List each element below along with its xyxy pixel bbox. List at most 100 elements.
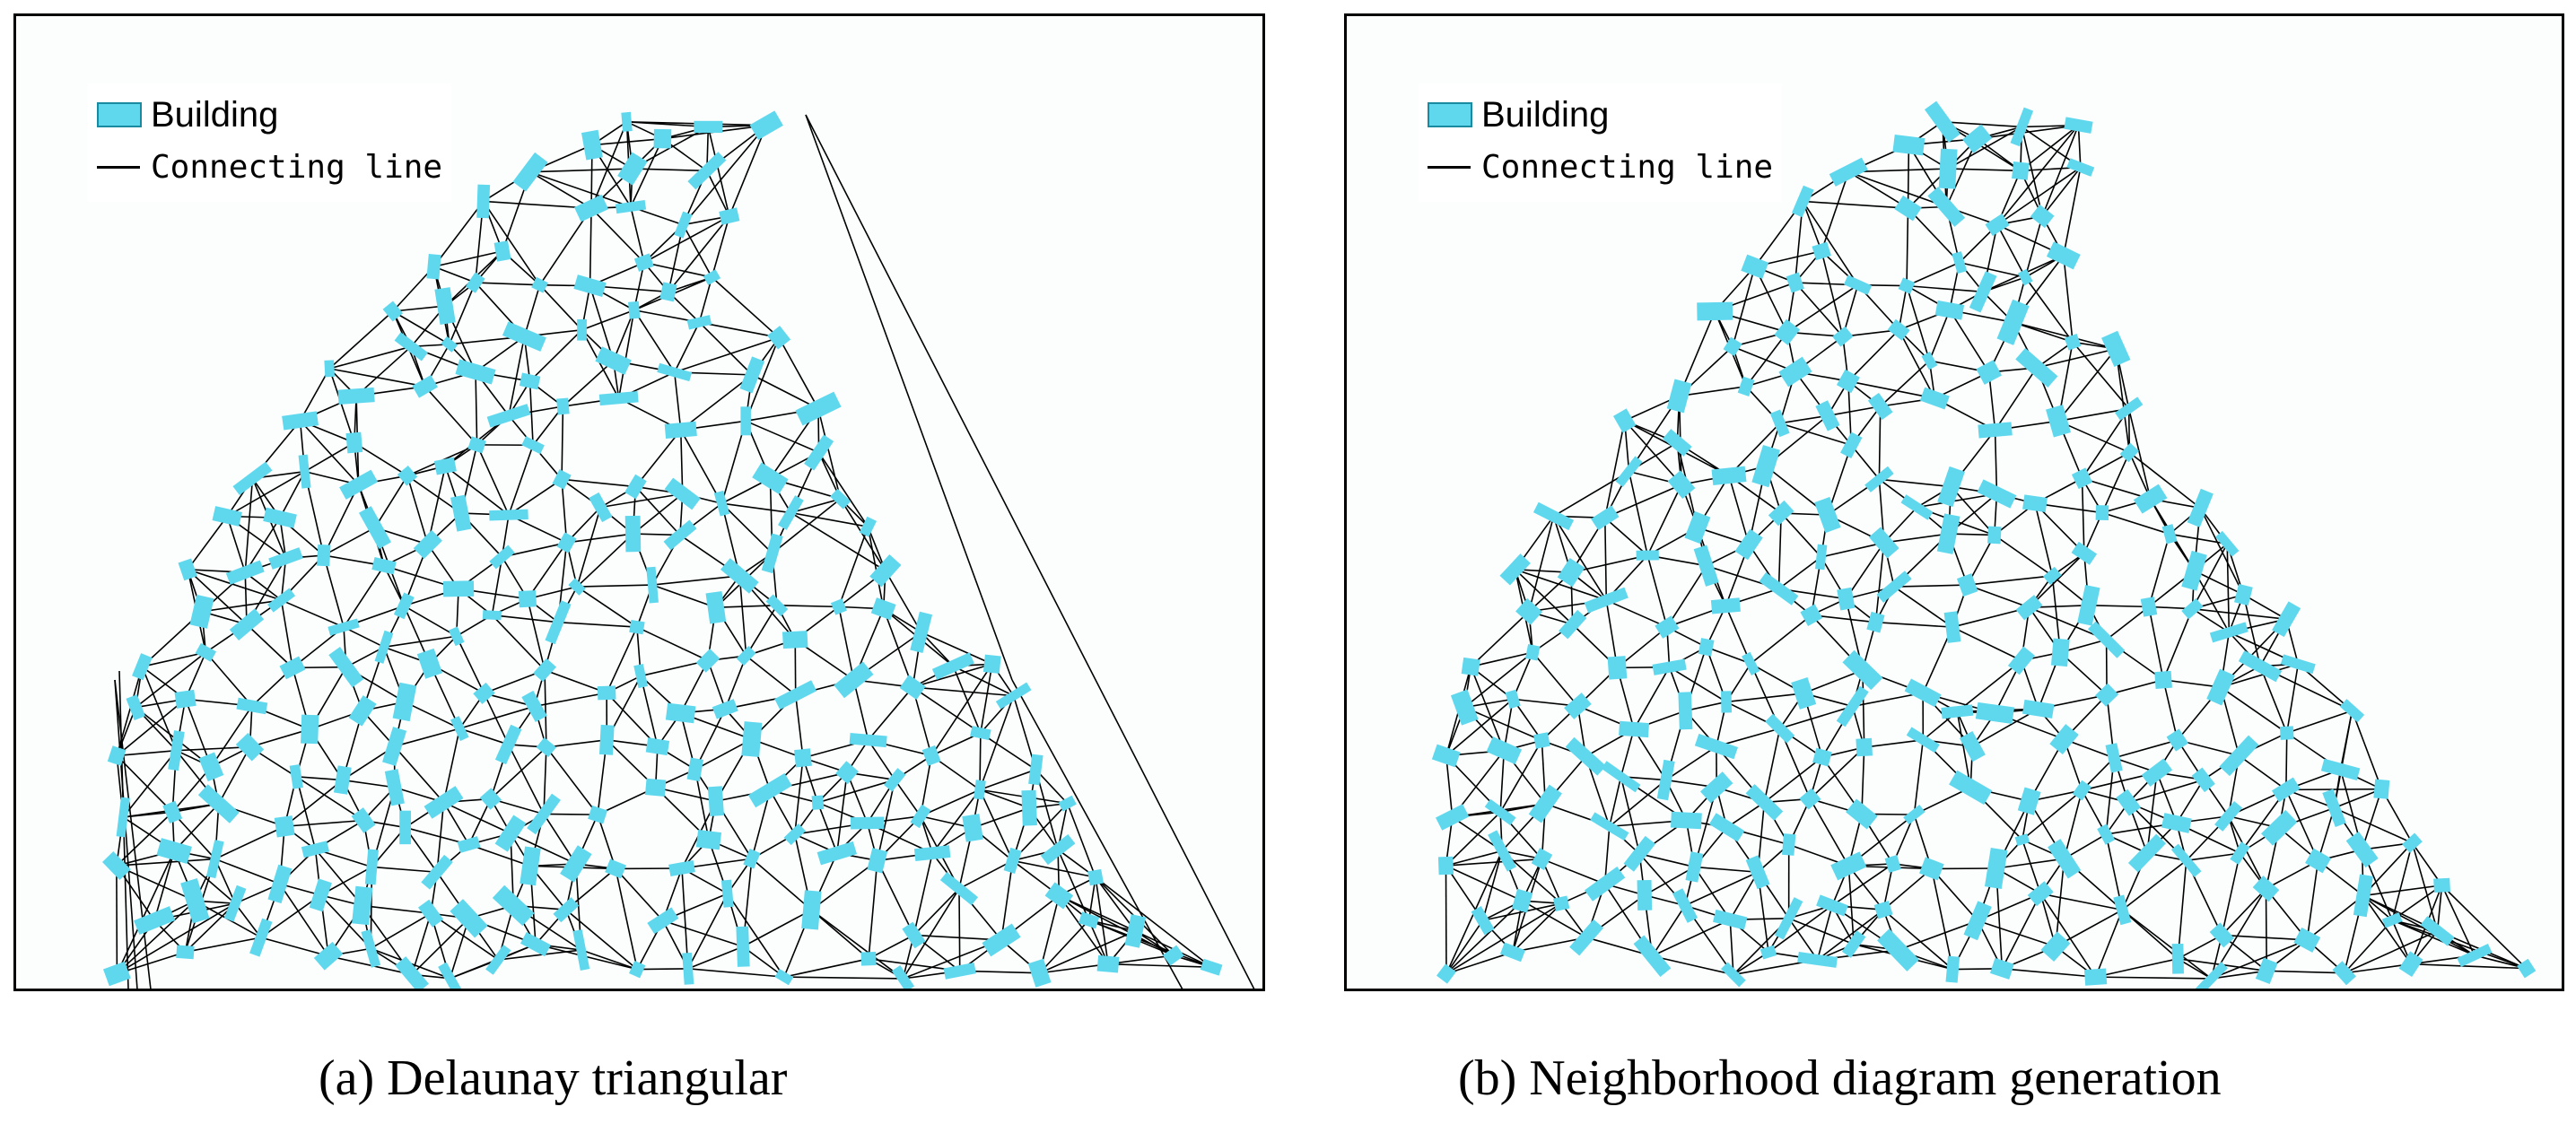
building [712, 699, 738, 719]
connecting-line [260, 894, 321, 938]
building [1832, 326, 1854, 347]
connecting-line [2411, 963, 2527, 970]
building [521, 690, 547, 723]
connecting-line [530, 168, 633, 173]
building [2012, 161, 2030, 180]
connecting-line [1802, 201, 1822, 252]
connecting-line [482, 201, 541, 286]
connecting-line [2239, 754, 2287, 791]
building [1633, 935, 1672, 978]
building [1666, 379, 1692, 414]
connecting-line [1942, 121, 2022, 128]
connecting-line [1878, 405, 1882, 480]
building [465, 272, 485, 293]
building [830, 488, 851, 510]
connecting-line [2095, 976, 2212, 980]
connecting-line [546, 746, 598, 815]
building [1952, 251, 1968, 274]
connecting-line [1644, 866, 1695, 896]
building [556, 532, 577, 553]
connecting-line [529, 170, 632, 208]
legend: Building Connecting line [1419, 83, 1783, 202]
building [1533, 732, 1550, 749]
connecting-line [116, 900, 196, 975]
connecting-lines [114, 114, 1255, 989]
building [1866, 611, 1885, 633]
connecting-line [1732, 266, 1756, 347]
building [212, 506, 242, 527]
connecting-line [1620, 728, 1635, 778]
connecting-line [1463, 706, 1542, 742]
connecting-line [1732, 345, 1796, 373]
building [473, 682, 495, 704]
connecting-line [543, 814, 577, 865]
connecting-line [2222, 934, 2308, 941]
building [1461, 657, 1480, 676]
connecting-line [430, 912, 499, 961]
connecting-line [1778, 556, 1822, 589]
building [189, 594, 214, 629]
building [1927, 187, 1966, 227]
building [364, 849, 380, 885]
connecting-line [632, 492, 684, 535]
building [1484, 798, 1516, 826]
connecting-line [1809, 798, 1850, 867]
connecting-line [1609, 776, 1622, 827]
building [939, 872, 979, 906]
building [687, 152, 727, 190]
building [1837, 587, 1856, 611]
connecting-line [1499, 750, 1506, 813]
building [1655, 615, 1680, 639]
connecting-line [2411, 842, 2439, 932]
building [581, 129, 603, 161]
connecting-line [707, 660, 727, 710]
connecting-line [2002, 968, 2096, 978]
building [512, 152, 548, 192]
connecting-line [323, 484, 360, 556]
connecting-line [2029, 553, 2085, 608]
connecting-line [715, 604, 777, 609]
building [1769, 409, 1790, 438]
building [1781, 833, 1796, 856]
connecting-line [141, 666, 178, 751]
connecting-line [546, 739, 607, 748]
connecting-line [205, 651, 253, 707]
connecting-line [2334, 788, 2382, 809]
building [1124, 914, 1147, 948]
connecting-line [394, 728, 460, 747]
building [2049, 724, 2079, 755]
building [1698, 638, 1715, 657]
building [2072, 780, 2092, 801]
caption-b: (b) Neighborhood diagram generation [1458, 1050, 2222, 1106]
connecting-line [1996, 166, 2082, 226]
building [577, 318, 587, 341]
building [2066, 158, 2095, 177]
connecting-line [1780, 512, 1822, 558]
connecting-line [632, 168, 707, 172]
building [1667, 470, 1696, 500]
building [657, 362, 693, 382]
connecting-line [383, 635, 457, 649]
building [531, 276, 548, 293]
legend: Building Connecting line [88, 83, 452, 202]
connecting-line [958, 859, 1014, 890]
building [1003, 847, 1022, 874]
connecting-line [508, 336, 526, 416]
connecting-line [566, 533, 633, 544]
connecting-line [2077, 125, 2082, 168]
building [2077, 584, 2100, 626]
building [1721, 691, 1733, 713]
building [645, 737, 670, 756]
connecting-line [2127, 408, 2152, 500]
building [674, 211, 693, 239]
building [740, 406, 751, 436]
building [421, 854, 453, 890]
building [1607, 656, 1628, 680]
connecting-line [1095, 876, 1212, 968]
connecting-line [1821, 250, 1844, 337]
building [705, 591, 727, 624]
connecting-line [1882, 867, 1933, 911]
building [1985, 213, 2010, 237]
connecting-line [2361, 789, 2383, 850]
connecting-line [2391, 919, 2476, 956]
